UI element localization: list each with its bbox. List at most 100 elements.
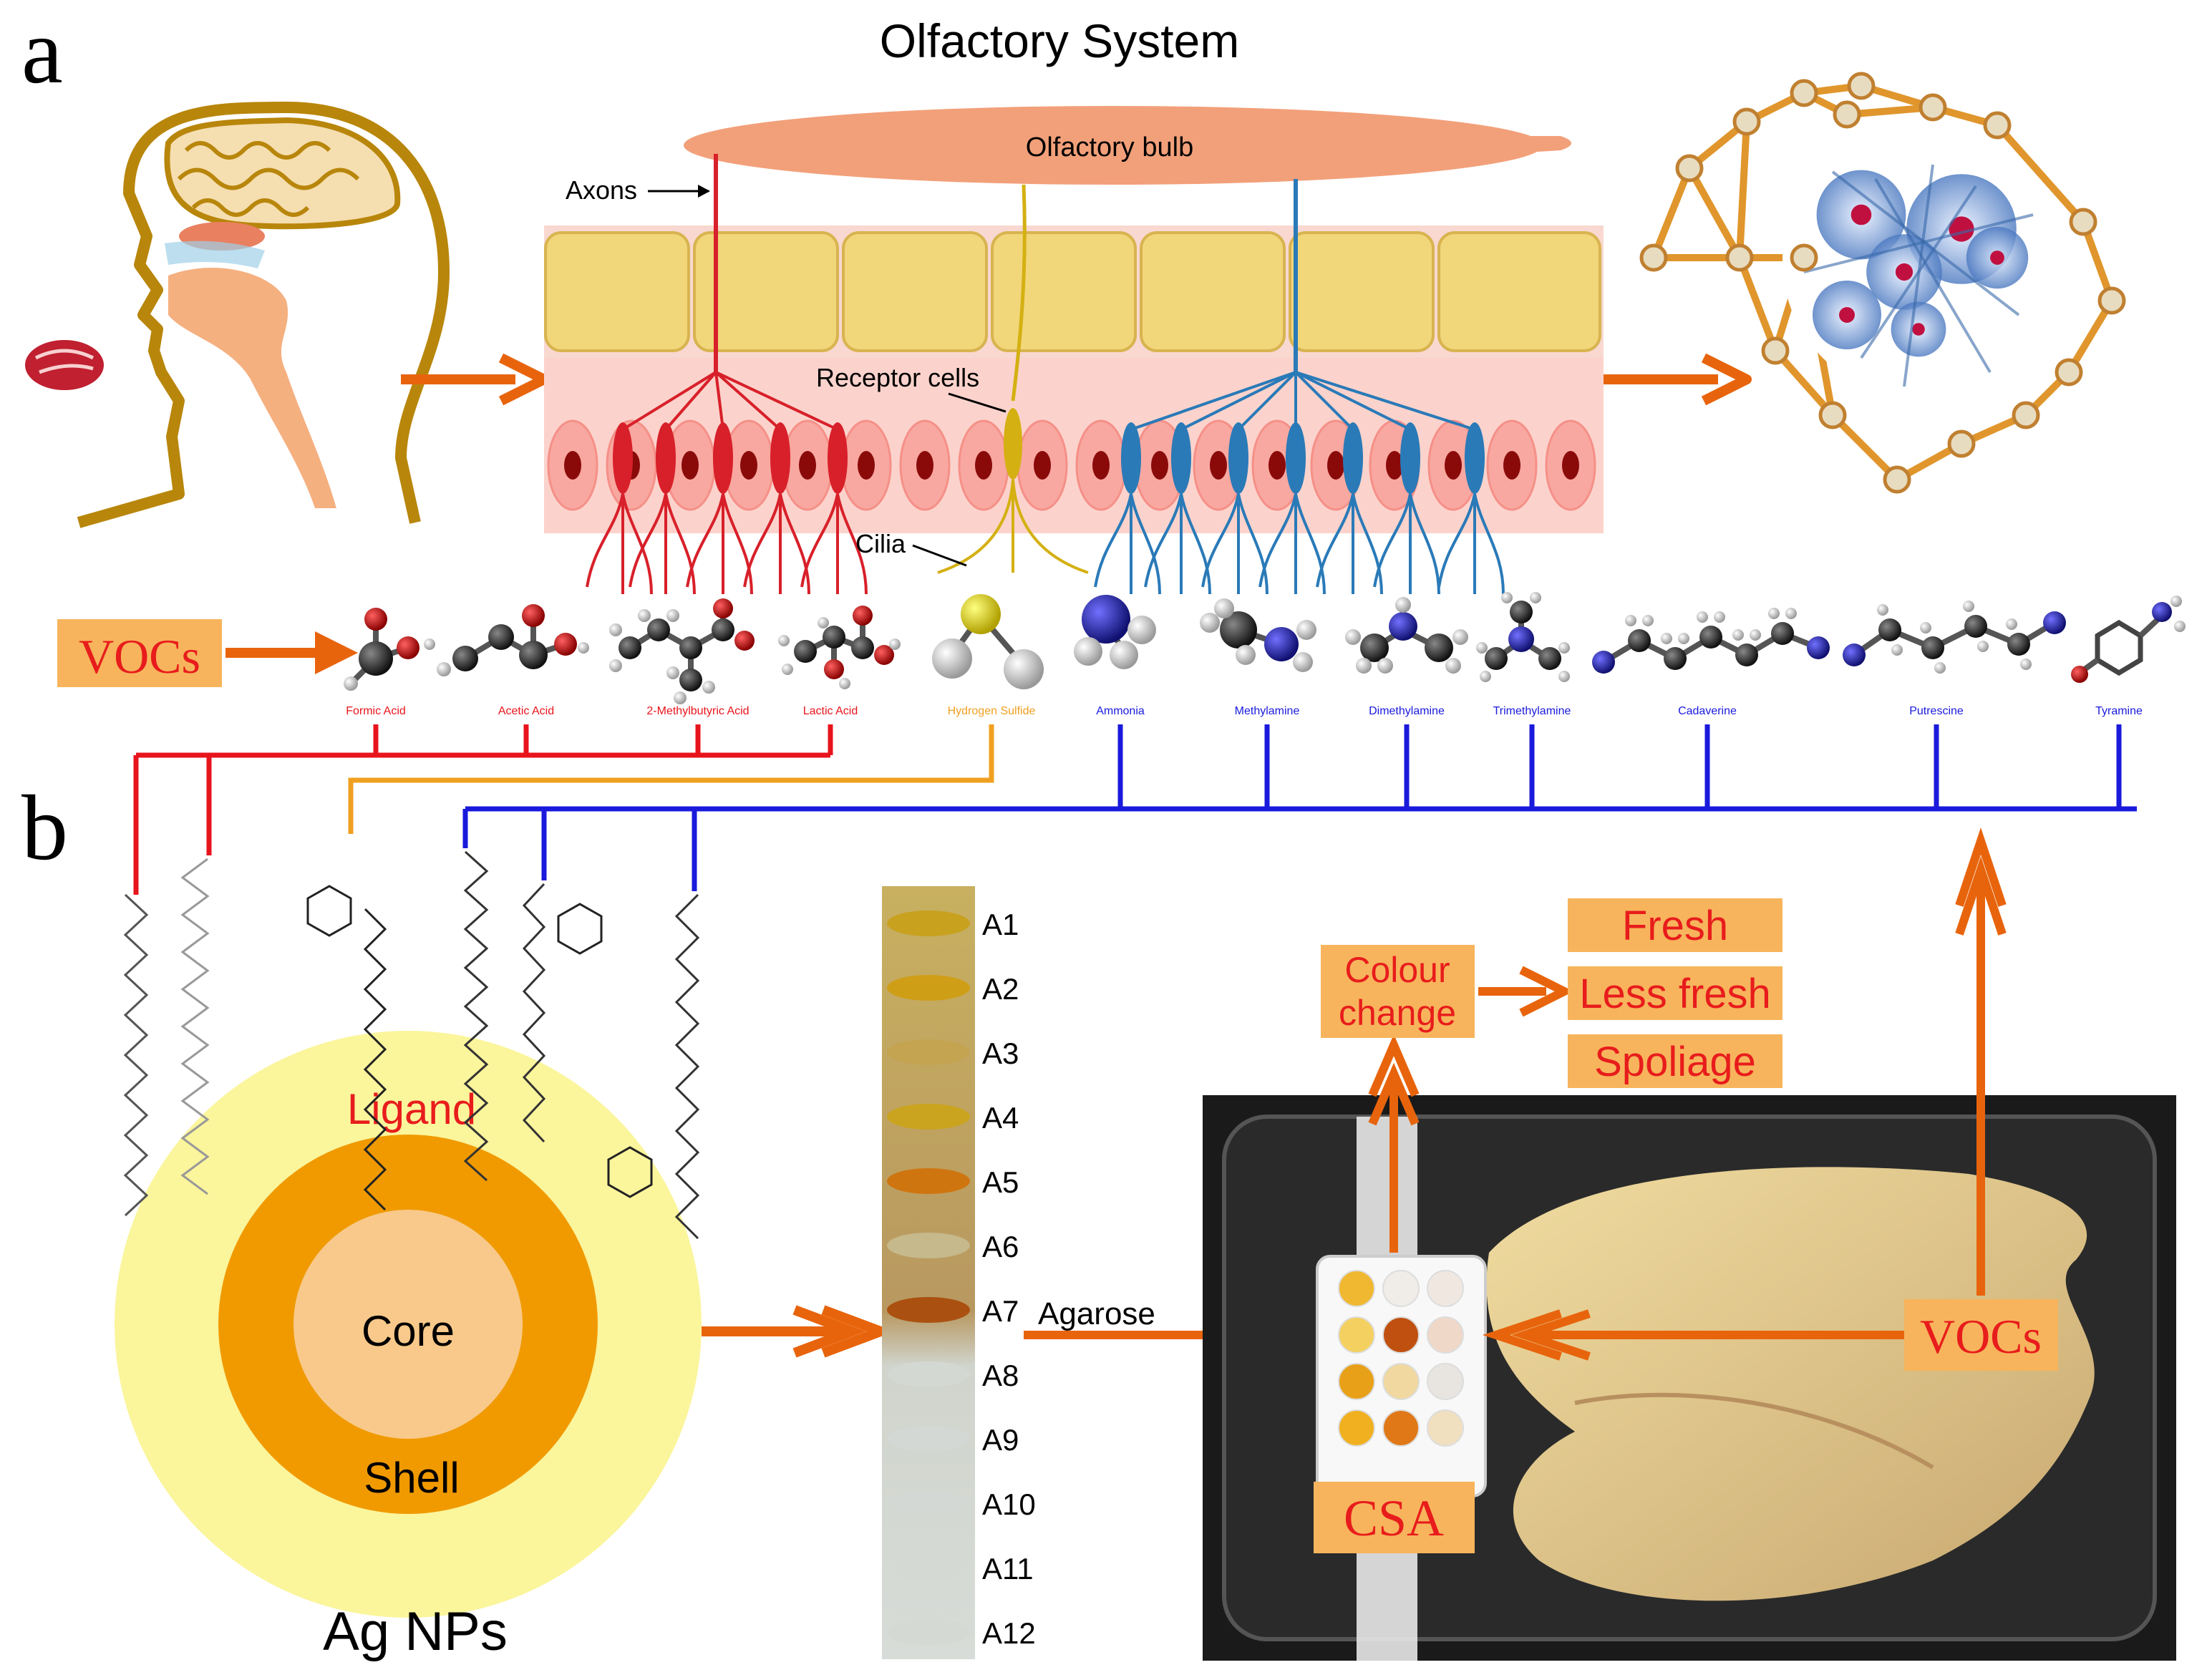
cilia — [686, 493, 753, 595]
atom — [853, 606, 873, 626]
cell-nucleus — [1092, 451, 1110, 480]
atom — [1445, 658, 1461, 674]
csa-spot — [1382, 1270, 1420, 1307]
olfactory-bulb-label: Olfactory bulb — [1026, 132, 1193, 162]
atom — [679, 669, 702, 691]
atom — [638, 609, 651, 622]
freshness-box — [1568, 898, 1782, 952]
atom — [1389, 612, 1417, 641]
receptor-neuron — [1400, 422, 1420, 494]
strip-spot — [887, 1426, 970, 1452]
atom — [1476, 642, 1488, 654]
cilia — [629, 493, 696, 595]
atom — [818, 617, 829, 628]
atom — [1697, 611, 1708, 623]
receptor-neuron — [713, 422, 733, 494]
freshness-box — [1568, 1034, 1782, 1088]
cilia — [1094, 493, 1161, 595]
neuron-soma — [1839, 307, 1855, 323]
atom — [647, 618, 670, 641]
atom — [1664, 647, 1687, 670]
receptor-neuron — [1286, 422, 1306, 494]
atom — [1735, 644, 1758, 666]
csa-spot — [1382, 1363, 1420, 1400]
molecule-models — [344, 592, 2186, 704]
atom — [1236, 645, 1256, 665]
core-label: Core — [362, 1307, 455, 1355]
network-node — [1818, 401, 1847, 429]
vocs-label-right: VOCs — [1920, 1309, 2042, 1364]
atom — [1200, 613, 1220, 633]
atom — [1964, 615, 1987, 638]
cell-nucleus — [1151, 451, 1168, 480]
atom — [1732, 629, 1744, 641]
molecule-label: Acetic Acid — [498, 705, 554, 717]
atom — [1678, 633, 1689, 644]
csa-spot — [1427, 1270, 1464, 1307]
strip-label: A6 — [982, 1230, 1019, 1263]
atom — [1768, 608, 1780, 619]
molecule-label: Hydrogen Sulfide — [948, 705, 1036, 717]
strip-spot — [887, 1297, 970, 1323]
atom — [1558, 642, 1570, 654]
cell-nucleus — [740, 451, 757, 480]
cell-nucleus — [564, 451, 581, 480]
csa-spot — [1382, 1409, 1420, 1447]
cilia — [1258, 493, 1326, 595]
atom — [932, 639, 972, 679]
molecule-label: Trimethylamine — [1493, 705, 1571, 717]
network-node — [2012, 401, 2040, 429]
strip-spot — [887, 1039, 970, 1065]
ag-nps-label: Ag NPs — [323, 1601, 508, 1662]
receptor-neuron — [828, 422, 848, 494]
meat-icon — [25, 340, 104, 390]
atom — [1807, 636, 1830, 659]
atom — [344, 676, 358, 691]
core-layer — [294, 1210, 523, 1439]
vocs-label-box-left — [57, 619, 222, 687]
atom — [424, 639, 435, 650]
freshness-label: Fresh — [1622, 903, 1728, 949]
strip-label: A1 — [982, 908, 1019, 941]
network-node — [1983, 111, 2012, 140]
network-node — [2069, 208, 2097, 236]
molecule-label: Dimethylamine — [1369, 705, 1445, 717]
atom — [1592, 651, 1615, 674]
atom — [519, 641, 548, 669]
atom — [2152, 602, 2172, 622]
network-node — [1761, 336, 1790, 365]
atom — [1877, 604, 1888, 616]
receptor-neuron — [1465, 422, 1485, 494]
atom — [2020, 659, 2032, 670]
strip-label: A11 — [982, 1552, 1034, 1586]
csa-spot — [1338, 1316, 1375, 1354]
csa-spot — [1427, 1363, 1464, 1400]
cell-nucleus — [858, 451, 875, 480]
atom — [1538, 647, 1561, 670]
network-node — [2097, 286, 2126, 315]
atom — [1878, 618, 1901, 641]
cilia — [743, 493, 810, 595]
atom — [1452, 629, 1468, 645]
cell-nucleus — [1210, 451, 1227, 480]
neural-network-icon — [1639, 72, 2126, 494]
atom — [1110, 641, 1138, 669]
atom — [1480, 671, 1491, 682]
receptor-neuron — [1343, 422, 1363, 494]
atom — [364, 608, 387, 631]
panel-label-a: a — [21, 0, 63, 103]
olfactory-epithelium: Olfactory bulb Axons Receptor cells Cili… — [544, 106, 1604, 595]
strip-spot — [887, 1555, 970, 1581]
diagram-title: Olfactory System — [880, 14, 1239, 67]
atom — [1220, 611, 1257, 649]
csa-label: CSA — [1344, 1490, 1444, 1547]
atom — [1510, 601, 1533, 623]
atom — [713, 598, 733, 618]
atom — [889, 639, 901, 650]
cilia — [1437, 493, 1505, 595]
cell-nucleus — [681, 451, 699, 480]
network-node — [1790, 79, 1818, 107]
